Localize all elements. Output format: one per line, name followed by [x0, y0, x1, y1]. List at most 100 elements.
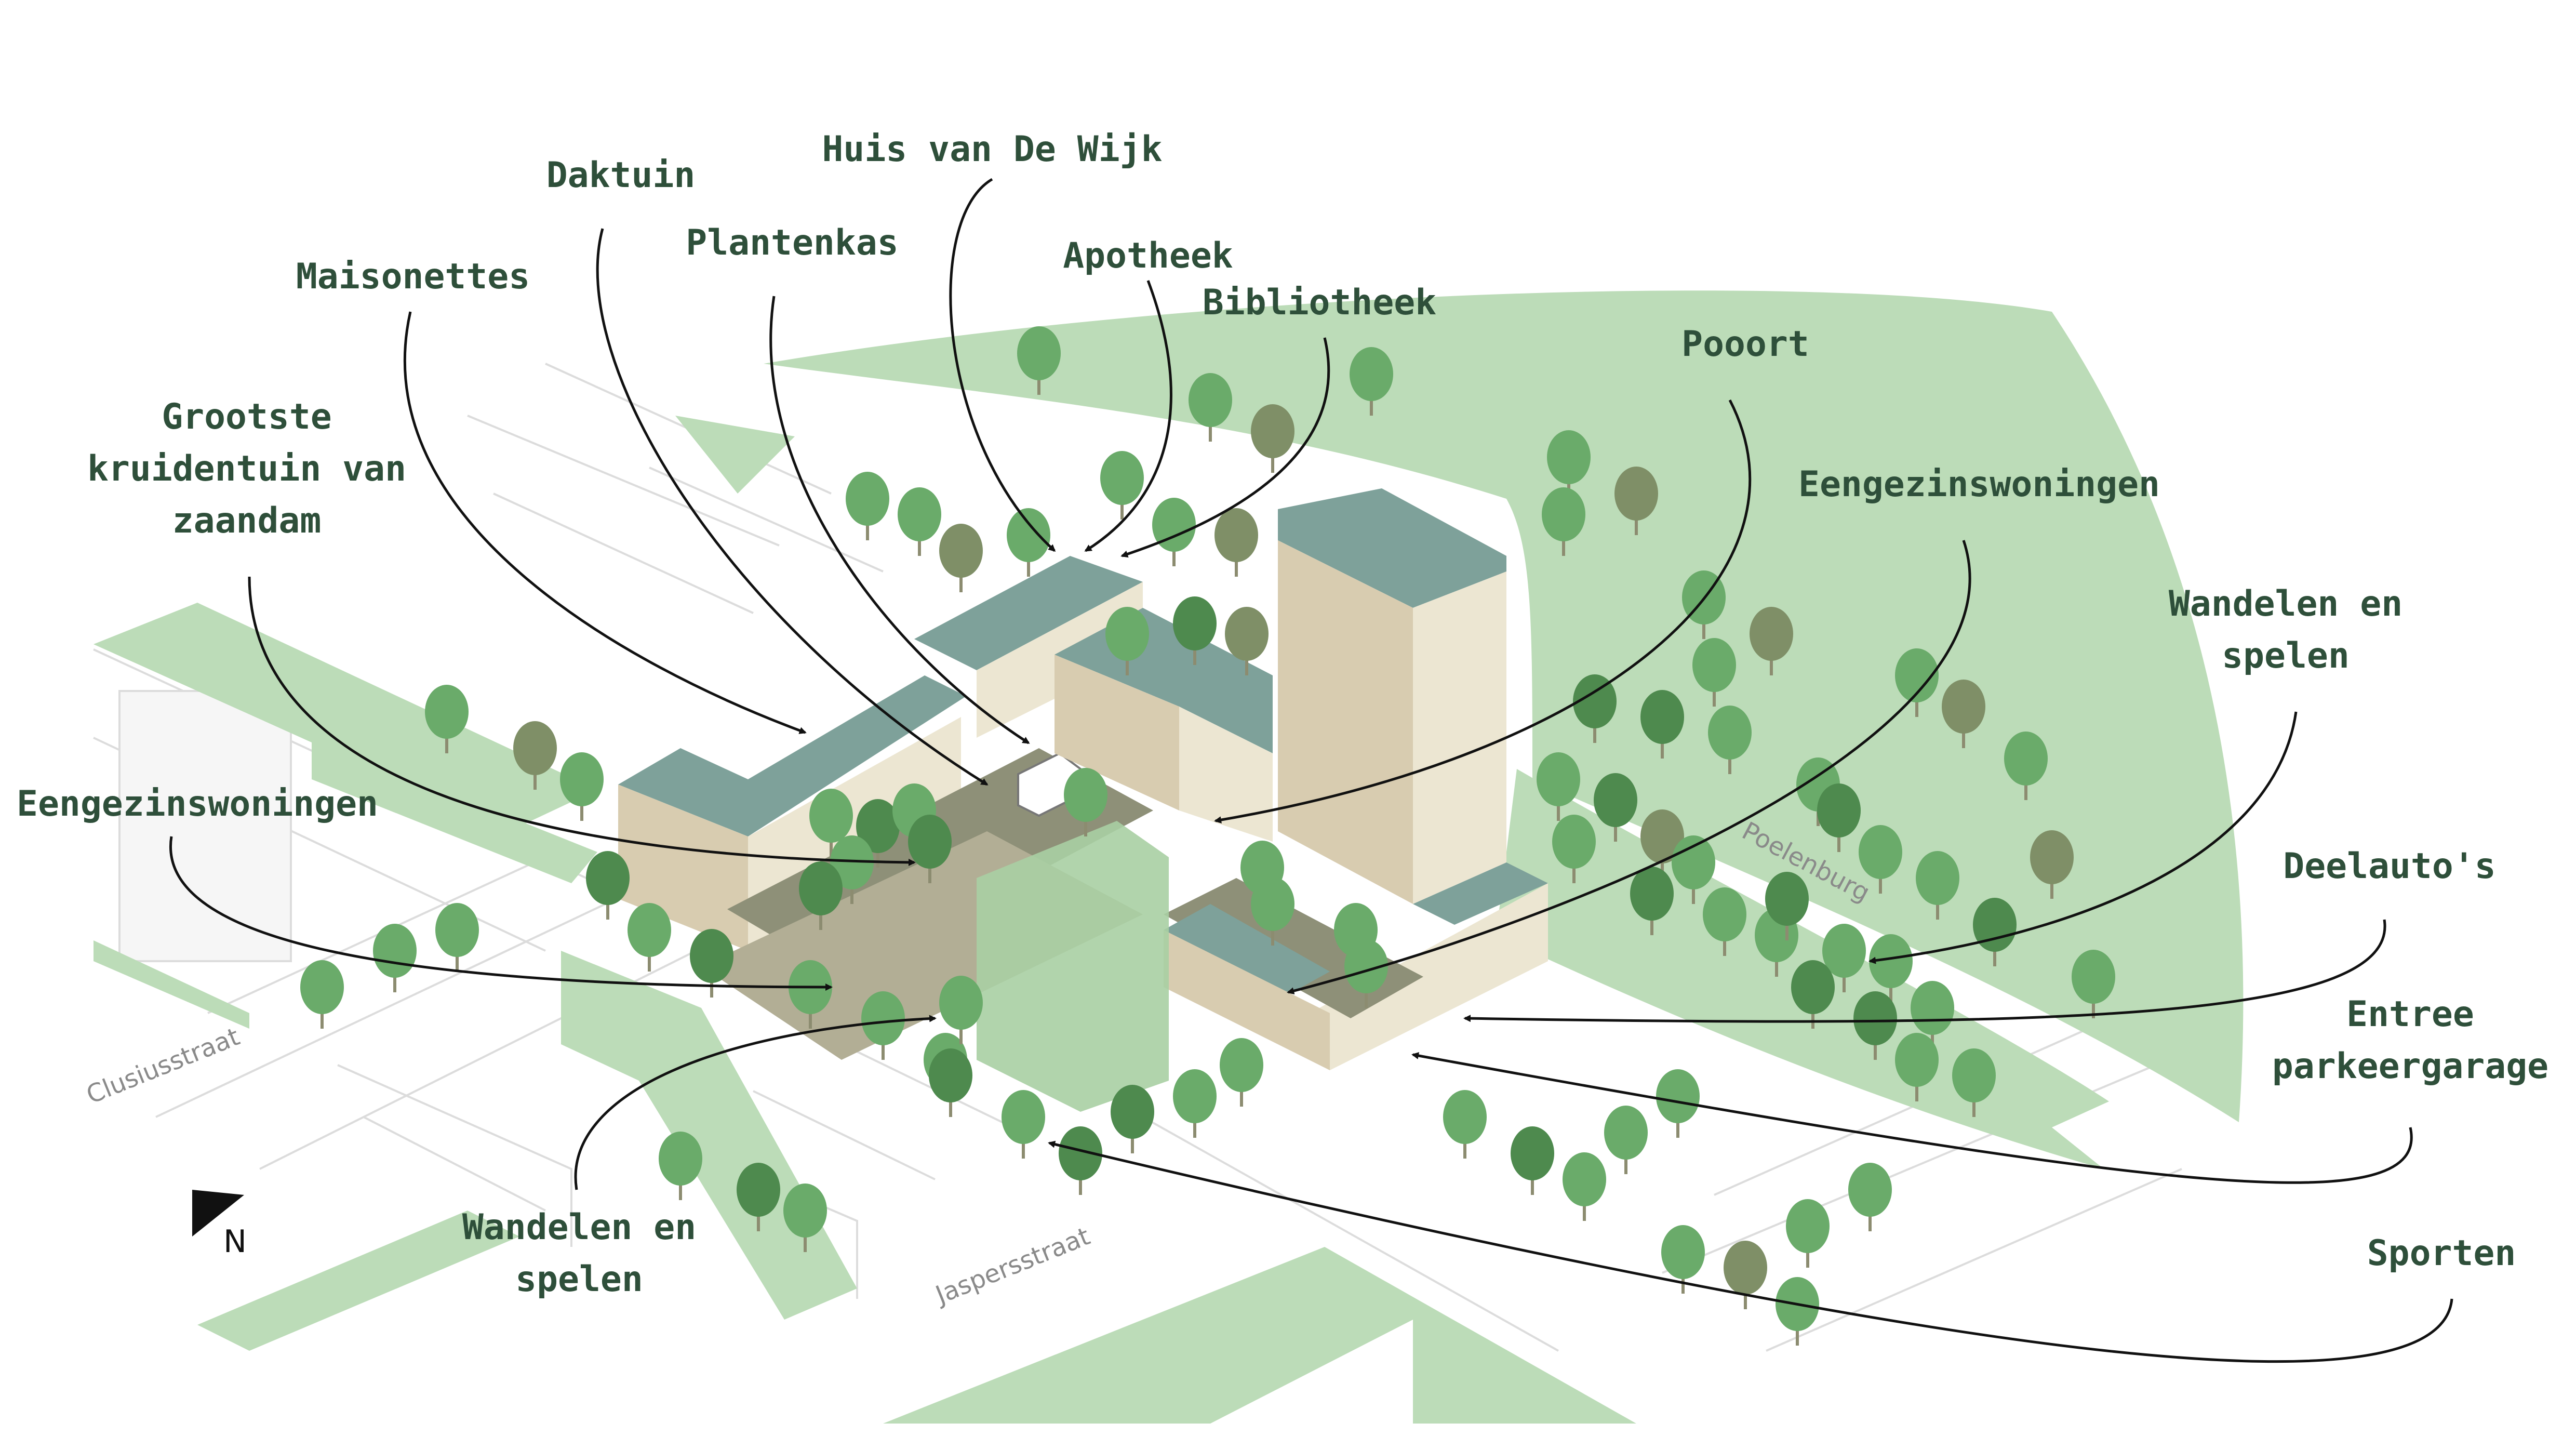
tree: [1942, 680, 1985, 748]
tree: [1344, 939, 1388, 1008]
tree: [783, 1184, 827, 1252]
upper-slab-roof: [914, 556, 1143, 670]
label-daktuin: Daktuin: [546, 155, 696, 196]
tree: [1017, 326, 1061, 395]
middle-wing-front: [1055, 655, 1179, 810]
tree: [300, 960, 344, 1029]
tree: [1173, 1069, 1217, 1138]
arrow-wandelen-bottom: [574, 1015, 937, 1190]
north-arrow: N: [192, 1190, 247, 1260]
tree: [690, 929, 733, 998]
tree: [1859, 825, 1902, 894]
tree: [846, 472, 889, 540]
green-area-left-mid-strip: [312, 738, 597, 883]
label-wandelen-spelen-right-line-1: Wandelen en: [2169, 583, 2403, 624]
tree: [1822, 924, 1866, 992]
tree: [373, 924, 417, 992]
tree: [1552, 815, 1596, 883]
label-eengezinswoningen-left: Eengezinswoningen: [17, 783, 378, 825]
tree: [1724, 1241, 1767, 1309]
label-deelautos: Deelauto's: [2283, 846, 2495, 887]
label-huis-van-de-wijk: Huis van De Wijk: [822, 129, 1162, 170]
tree: [513, 721, 557, 790]
arrow-pooort: [1214, 399, 1752, 824]
tree: [2004, 732, 2048, 800]
tree: [1350, 347, 1393, 416]
arrow-apotheek: [1084, 280, 1172, 552]
tower-roof: [1278, 488, 1506, 608]
tree: [1786, 1199, 1830, 1268]
callout-arrows: [169, 178, 2453, 1363]
tree: [435, 903, 479, 972]
label-apotheek: Apotheek: [1063, 235, 1233, 276]
arrow-sporten: [1048, 1140, 2453, 1363]
tree: [929, 1048, 972, 1117]
tree: [1656, 1069, 1700, 1138]
tree: [1059, 1126, 1102, 1195]
tree: [1189, 373, 1232, 442]
tree: [1614, 467, 1658, 535]
tower-side: [1413, 571, 1506, 904]
arrow-bibliotheek: [1120, 337, 1330, 558]
green-area-bottom-field-inset: [1210, 1320, 1413, 1424]
tree: [586, 851, 630, 920]
tower-front: [1278, 540, 1413, 904]
arrow-eengezinswoningen-left: [169, 836, 833, 991]
tree: [1105, 607, 1149, 675]
green-area-bottom-left-strip: [197, 1211, 519, 1351]
tree: [1251, 404, 1294, 473]
tree: [1007, 508, 1050, 577]
north-arrow-icon: [192, 1190, 244, 1236]
label-grootste-kruidentuin-line-2: kruidentuin van: [87, 448, 406, 489]
tree: [856, 799, 900, 868]
street-clusiusstraat: Clusiusstraat: [83, 1022, 244, 1110]
tree: [799, 861, 843, 930]
arrow-maisonettes: [403, 311, 807, 734]
label-maisonettes: Maisonettes: [296, 256, 530, 297]
tree: [1225, 607, 1269, 675]
green-area-bottom-field: [883, 1247, 1636, 1424]
tree: [1692, 638, 1736, 707]
tree: [1100, 451, 1144, 520]
green-area-central-path: [561, 951, 857, 1320]
tree: [1916, 851, 1959, 920]
green-area-left-strip: [94, 603, 597, 831]
tree: [1537, 752, 1580, 821]
tree: [1791, 960, 1835, 1029]
tree: [425, 685, 469, 753]
tree: [1604, 1106, 1648, 1174]
tree: [1443, 1090, 1487, 1159]
green-area-park-north: [764, 290, 2244, 1122]
green-area-left-bottom-strip: [94, 940, 249, 1029]
tree: [1511, 1126, 1554, 1195]
tree: [560, 752, 604, 821]
lower-roof-slab: [1164, 904, 1330, 998]
label-bibliotheek: Bibliotheek: [1203, 282, 1436, 323]
tree: [628, 903, 671, 972]
north-label: N: [223, 1224, 247, 1260]
tree: [898, 487, 941, 556]
tree: [2030, 830, 2074, 899]
tree: [939, 976, 983, 1044]
tree: [1563, 1152, 1606, 1221]
tree: [1895, 648, 1939, 717]
label-entree-parkeergarage-line-1: Entree: [2346, 994, 2474, 1035]
green-area-arrow-tip-west: [675, 416, 795, 494]
tree: [1594, 773, 1637, 842]
tree: [1703, 887, 1746, 956]
arrow-eengezinswoningen-right: [1287, 540, 1971, 995]
tree: [1765, 872, 1809, 940]
tree: [1672, 835, 1715, 904]
label-sporten: Sporten: [2367, 1233, 2516, 1274]
tree: [1750, 607, 1793, 675]
tree: [1640, 690, 1684, 759]
green-volume: [977, 821, 1169, 1112]
street-jaspersstraat: Jaspersstraat: [930, 1221, 1094, 1310]
label-pooort: Pooort: [1681, 324, 1809, 365]
tree: [1776, 1277, 1819, 1346]
tree: [1251, 877, 1294, 946]
tree: [1214, 508, 1258, 577]
tree: [1895, 1033, 1939, 1101]
